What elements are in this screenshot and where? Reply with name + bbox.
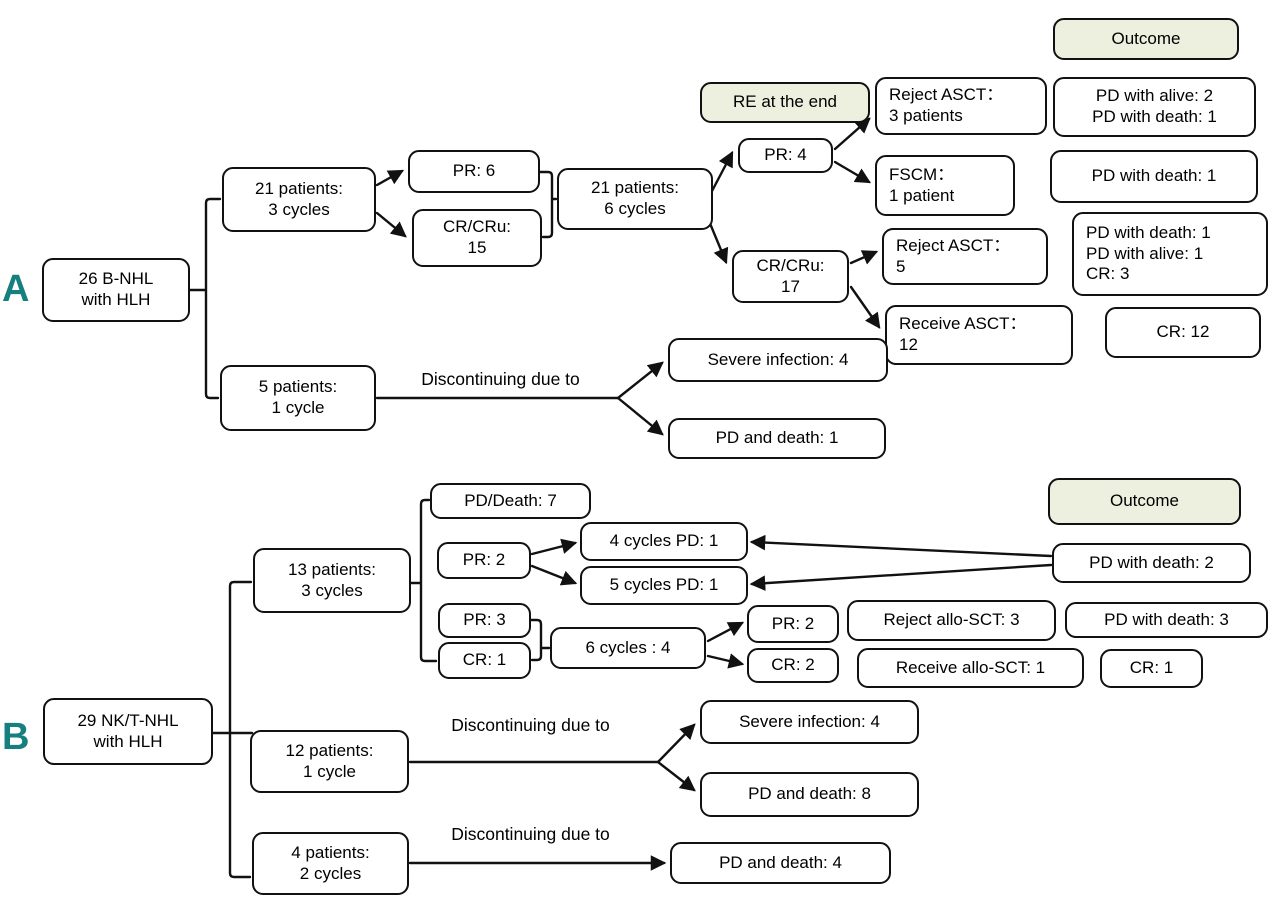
node-b-pr3: PR: 3 [438, 603, 531, 638]
node-a-pr6: PR: 6 [408, 150, 540, 193]
node-a-21patients-6cycles: 21 patients: 6 cycles [557, 168, 713, 230]
node-a-root: 26 B-NHL with HLH [42, 258, 190, 322]
node-b-5cycles-pd1: 5 cycles PD: 1 [580, 566, 748, 605]
a-arrow-6cycles-pr4 [710, 150, 734, 193]
node-b-severe-infection: Severe infection: 4 [700, 700, 919, 744]
a-arrow-disc-severe [616, 361, 664, 400]
a-arrow-pr4-reject [833, 117, 871, 151]
b-arrow-pr2-4cycles [530, 538, 578, 556]
a-arrow-3cycles-pr6 [375, 169, 405, 187]
b-root-bracket [207, 580, 254, 879]
node-b-outcome-pddeath2: PD with death: 2 [1052, 543, 1251, 583]
node-a-outcome-mixed: PD with death: 1 PD with alive: 1 CR: 3 [1072, 212, 1268, 296]
b-discontinue1-label: Discontinuing due to [451, 715, 610, 735]
a-arrow-disc-pddeath [616, 396, 664, 436]
node-a-re-header: RE at the end [700, 82, 870, 123]
a-merge-bracket-6cycles [538, 170, 558, 239]
node-b-pr2: PR: 2 [437, 542, 531, 579]
b-arrow-disc1-severe [656, 723, 696, 764]
a-arrow-crcru17-receive [849, 285, 881, 329]
a-arrow-crcru17-reject [849, 250, 879, 265]
node-b-4cycles-pd1: 4 cycles PD: 1 [580, 522, 748, 561]
b-discontinue2-label: Discontinuing due to [451, 824, 610, 844]
node-b-cr2-end: CR: 2 [747, 648, 839, 683]
node-b-13patients-3cycles: 13 patients: 3 cycles [253, 548, 411, 613]
a-discontinue-label: Discontinuing due to [421, 369, 580, 389]
node-b-4patients-2cycles: 4 patients: 2 cycles [252, 832, 409, 895]
node-b-outcome-header: Outcome [1048, 478, 1241, 525]
node-a-outcome-pddeath1: PD with death: 1 [1050, 150, 1258, 203]
node-a-reject-asct-5: Reject ASCT： 5 [882, 228, 1048, 285]
node-a-5patients-1cycle: 5 patients: 1 cycle [220, 365, 376, 431]
node-b-cr1: CR: 1 [438, 642, 531, 679]
a-arrow-pr4-fscm [833, 160, 872, 184]
b-arrow-disc1-pddeath [656, 760, 696, 792]
node-b-pd-and-death4: PD and death: 4 [670, 842, 891, 884]
node-b-6cycles-4: 6 cycles : 4 [550, 627, 706, 669]
node-a-outcome-cr12: CR: 12 [1105, 307, 1261, 358]
node-b-outcome-pddeath3: PD with death: 3 [1065, 602, 1268, 638]
node-a-21patients-3cycles: 21 patients: 3 cycles [222, 167, 376, 232]
node-a-severe-infection: Severe infection: 4 [668, 338, 888, 382]
node-a-outcome-header: Outcome [1053, 18, 1239, 60]
node-b-pd-and-death8: PD and death: 8 [700, 772, 919, 817]
panel-a-label: A [2, 268, 30, 310]
b-arrow-6cycles-cr2 [706, 653, 745, 669]
node-a-outcome-pdalive2: PD with alive: 2 PD with death: 1 [1053, 77, 1256, 137]
node-a-crcru17: CR/CRu: 17 [732, 250, 849, 303]
node-a-pr4: PR: 4 [738, 138, 833, 173]
b-merge-bracket-6cycles [529, 618, 551, 662]
a-arrow-6cycles-crcru17 [707, 219, 729, 265]
node-a-crcru15: CR/CRu: 15 [412, 209, 542, 267]
node-b-12patients-1cycle: 12 patients: 1 cycle [250, 730, 409, 793]
node-b-reject-allosct: Reject allo-SCT: 3 [847, 600, 1056, 641]
b-arrow-6cycles-pr2 [706, 621, 745, 643]
b-13patients-bracket [409, 498, 438, 663]
node-a-reject-asct-3: Reject ASCT： 3 patients [875, 77, 1047, 135]
node-b-outcome-cr1: CR: 1 [1100, 649, 1203, 688]
b-arrow-pr2-5cycles [530, 564, 578, 586]
node-b-root: 29 NK/T-NHL with HLH [43, 698, 213, 765]
node-a-receive-asct-12: Receive ASCT： 12 [885, 305, 1073, 365]
node-a-fscm: FSCM： 1 patient [875, 155, 1015, 216]
b-arrow-pd2-4cycles [749, 534, 1053, 558]
node-a-pd-and-death: PD and death: 1 [668, 418, 886, 459]
panel-b-label: B [2, 716, 30, 758]
b-arrow-pd2-5cycles [749, 563, 1053, 591]
node-b-pr2-end: PR: 2 [747, 605, 839, 643]
node-b-pddeath7: PD/Death: 7 [430, 483, 591, 519]
node-b-receive-allosct: Receive allo-SCT: 1 [857, 648, 1084, 688]
a-arrow-3cycles-crcru15 [375, 211, 407, 238]
a-root-bracket [188, 197, 222, 400]
